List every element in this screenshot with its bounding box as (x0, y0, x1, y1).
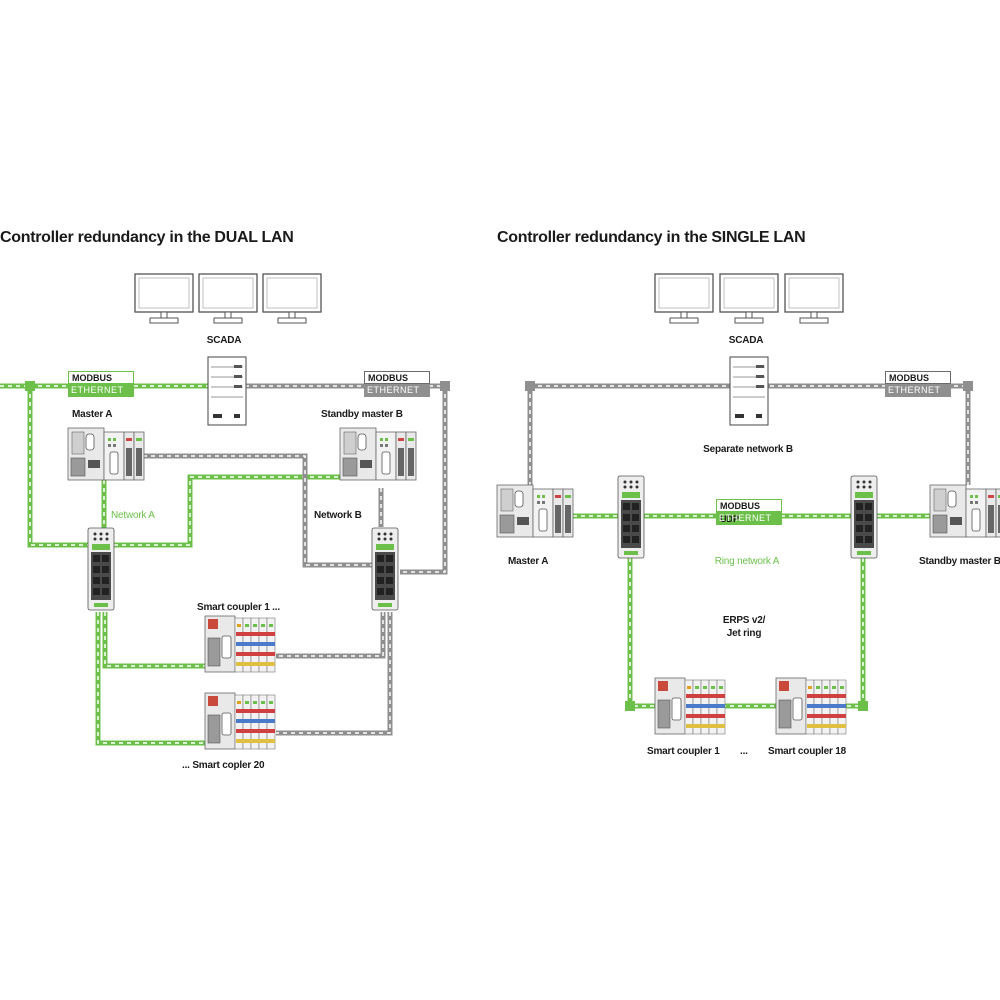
dual-smart-coupler-20 (204, 692, 276, 750)
dual-green-to-coupler20 (95, 612, 205, 746)
single-master-a-controller (496, 484, 574, 538)
dual-coupler-1-label: Smart coupler 1 ... (197, 602, 280, 613)
dual-switch-b (371, 527, 399, 611)
dual-monitor-3 (262, 273, 322, 324)
single-scada-server (729, 356, 769, 426)
single-separate-network-label: Separate network B (703, 444, 793, 455)
dual-master-a-controller (67, 427, 145, 481)
single-lan-cables (525, 381, 973, 711)
single-standby-b-label: Standby master B (919, 556, 1000, 567)
dual-lan-cables (0, 381, 450, 746)
dual-network-b-label: Network B (314, 510, 362, 521)
single-smart-coupler-1 (654, 677, 726, 735)
single-badge-center-bottom: ETHERNET (716, 512, 782, 525)
single-monitor-3 (784, 273, 844, 324)
dual-green-to-coupler1 (102, 612, 205, 669)
single-badge-center-top: MODBUS UDP (716, 499, 782, 524)
single-badge-right-bottom: ETHERNET (885, 384, 951, 397)
single-green-junction-left (625, 701, 635, 711)
dual-gray-to-coupler20 (276, 612, 393, 736)
single-master-a-label: Master A (508, 556, 549, 567)
single-modbus-udp-badge: MODBUS UDP ETHERNET (716, 499, 782, 525)
dual-monitor-1 (134, 273, 194, 324)
single-coupler-1-label: Smart coupler 1 (647, 746, 720, 757)
single-standby-b-controller (929, 484, 1000, 538)
single-monitor-1 (654, 273, 714, 324)
single-scada-label: SCADA (728, 335, 764, 346)
single-coupler-18-label: Smart coupler 18 (768, 746, 846, 757)
dual-coupler-20-label: ... Smart copler 20 (182, 760, 265, 771)
dual-gray-to-coupler1 (276, 612, 386, 659)
dual-badge-left-bottom: ETHERNET (68, 384, 134, 397)
single-ring-network-label: Ring network A (714, 556, 780, 567)
dual-scada-server (207, 356, 247, 426)
single-switch-right (850, 475, 878, 559)
dual-green-junction (25, 381, 35, 391)
single-badge-right-top: MODBUS (885, 371, 951, 384)
dual-gray-junction (440, 381, 450, 391)
dual-badge-left-top: MODBUS (68, 371, 134, 384)
single-smart-coupler-18 (775, 677, 847, 735)
dual-smart-coupler-1 (204, 615, 276, 673)
single-monitor-2 (719, 273, 779, 324)
single-switch-left (617, 475, 645, 559)
single-gray-junction-right (963, 381, 973, 391)
single-gray-junction-left (525, 381, 535, 391)
single-green-ring-right (845, 558, 866, 709)
single-lan-title: Controller redundancy in the SINGLE LAN (497, 229, 806, 246)
single-modbus-badge-right: MODBUS ETHERNET (885, 371, 951, 397)
dual-standby-b-label: Standby master B (321, 409, 403, 420)
dual-green-left-vertical (27, 386, 88, 548)
dual-badge-right-top: MODBUS (364, 371, 430, 384)
dual-badge-right-bottom: ETHERNET (364, 384, 430, 397)
dual-modbus-badge-right: MODBUS ETHERNET (364, 371, 430, 397)
dual-lan-title: Controller redundancy in the DUAL LAN (0, 229, 294, 246)
dual-standby-b-controller (339, 427, 417, 481)
dual-monitor-2 (198, 273, 258, 324)
single-erps-label: ERPS v2/ Jet ring (722, 615, 766, 639)
dual-scada-label: SCADA (206, 335, 242, 346)
dual-network-a-label: Network A (111, 510, 155, 521)
dual-master-a-label: Master A (72, 409, 113, 420)
dual-switch-a (87, 527, 115, 611)
single-ellipsis-label: ... (740, 746, 748, 757)
single-green-ring-left (627, 558, 655, 709)
single-green-junction-right (858, 701, 868, 711)
dual-modbus-badge-left: MODBUS ETHERNET (68, 371, 134, 397)
